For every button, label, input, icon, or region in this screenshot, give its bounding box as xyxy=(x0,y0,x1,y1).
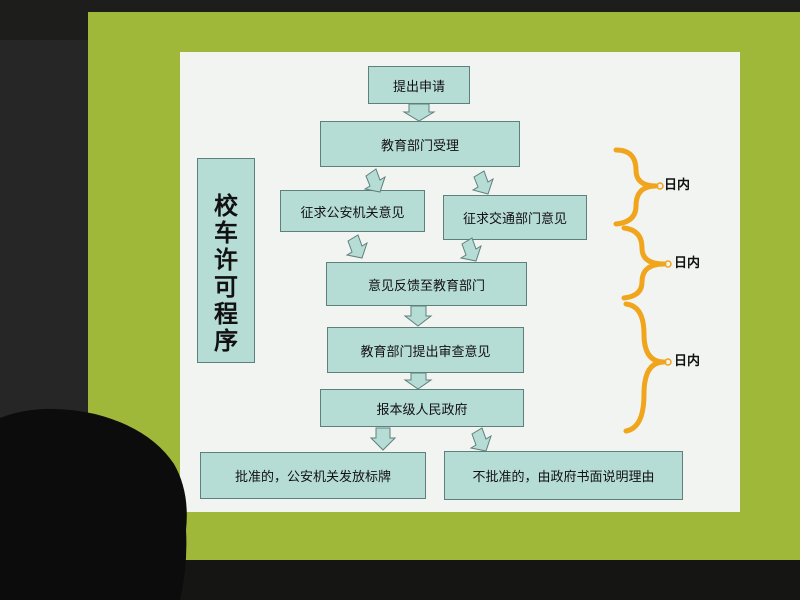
arrow-down xyxy=(369,427,397,451)
title-char: 可 xyxy=(214,273,238,301)
title-char: 许 xyxy=(214,246,238,274)
arrow-diagonal xyxy=(469,427,492,452)
arrow-diagonal xyxy=(363,168,386,193)
arrow-down xyxy=(402,103,436,122)
step-apply: 提出申请 xyxy=(368,66,470,104)
duration-label: 日内 xyxy=(674,256,701,271)
diagram-title: 校 车 许 可 程 序 xyxy=(198,193,254,355)
arrow-diagonal xyxy=(345,234,368,259)
arrow-down xyxy=(403,372,433,390)
duration-label: 日内 xyxy=(664,178,691,193)
step-traffic-opinion: 征求交通部门意见 xyxy=(443,195,587,240)
duration-label: 日内 xyxy=(674,354,701,369)
brace-period-1 xyxy=(613,147,659,227)
brace-period-2 xyxy=(621,225,667,301)
title-box: 校 车 许 可 程 序 xyxy=(197,158,255,363)
brace-period-3 xyxy=(623,301,667,434)
title-char: 车 xyxy=(214,219,238,247)
title-char: 校 xyxy=(214,192,238,220)
step-police-opinion: 征求公安机关意见 xyxy=(280,190,425,232)
title-char: 程 xyxy=(214,300,238,328)
result-approved: 批准的，公安机关发放标牌 xyxy=(200,452,426,499)
arrow-diagonal xyxy=(471,170,494,195)
step-feedback: 意见反馈至教育部门 xyxy=(326,262,527,306)
arrow-diagonal xyxy=(459,237,482,262)
step-accept: 教育部门受理 xyxy=(320,121,520,167)
title-char: 序 xyxy=(214,327,238,355)
result-rejected: 不批准的，由政府书面说明理由 xyxy=(444,451,683,500)
arrow-down xyxy=(403,305,433,327)
step-report: 报本级人民政府 xyxy=(320,389,524,427)
